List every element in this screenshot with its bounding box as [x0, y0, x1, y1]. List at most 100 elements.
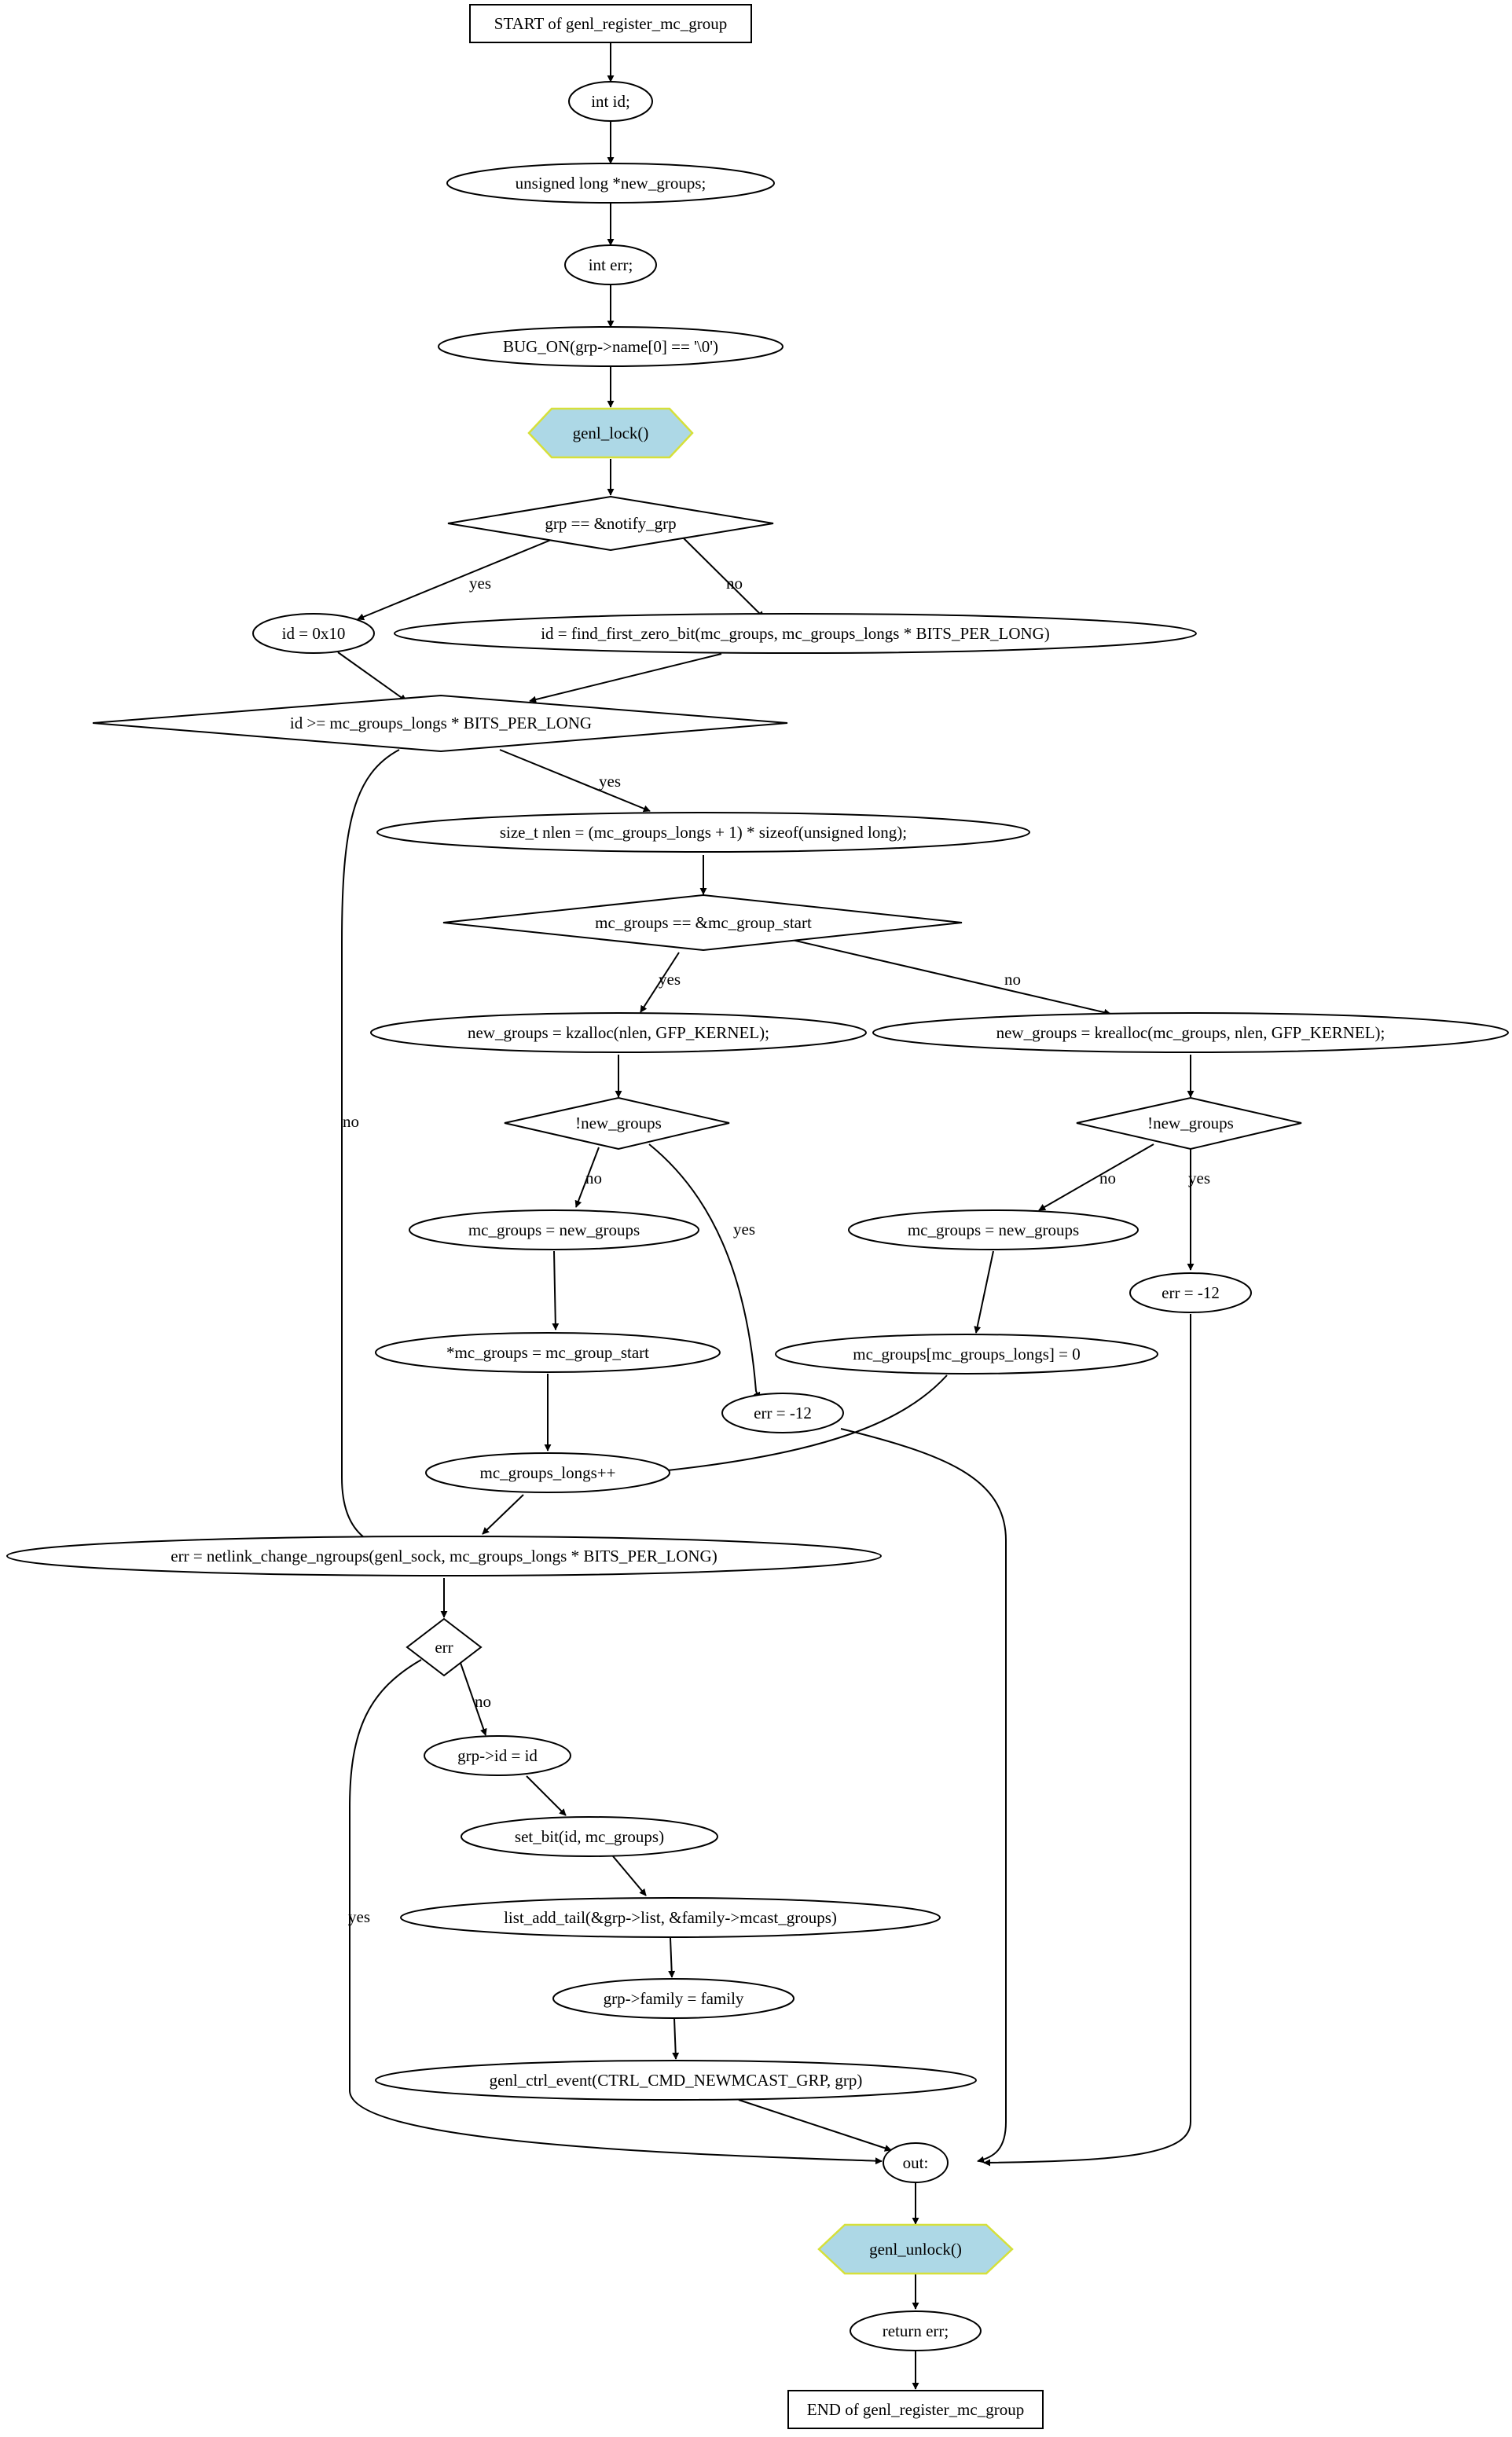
- node-cond-notify[interactable]: grp == &notify_grp: [447, 495, 774, 552]
- node-longs-inc-label: mc_groups_longs++: [479, 1463, 615, 1482]
- node-star-mc-label: *mc_groups = mc_group_start: [446, 1343, 649, 1362]
- edge-listadd-family: [668, 1937, 676, 1978]
- node-mc-zero[interactable]: mc_groups[mc_groups_longs] = 0: [775, 1334, 1158, 1374]
- node-nlen[interactable]: size_t nlen = (mc_groups_longs + 1) * si…: [376, 812, 1030, 853]
- node-int-err-label: int err;: [589, 255, 633, 274]
- edge-errmid-out: [840, 1428, 1007, 2164]
- node-ctrl-event-label: genl_ctrl_event(CTRL_CMD_NEWMCAST_GRP, g…: [490, 2071, 863, 2090]
- node-new-groups-decl-label: unsigned long *new_groups;: [516, 174, 706, 193]
- node-set-bit-label: set_bit(id, mc_groups): [515, 1827, 664, 1846]
- node-genl-lock-label: genl_lock(): [573, 424, 649, 442]
- node-krealloc[interactable]: new_groups = krealloc(mc_groups, nlen, G…: [872, 1012, 1509, 1053]
- node-cond-new-right[interactable]: !new_groups: [1076, 1096, 1302, 1151]
- node-err-mid-label: err = -12: [754, 1404, 812, 1422]
- node-err-right-label: err = -12: [1162, 1283, 1220, 1302]
- node-int-err[interactable]: int err;: [564, 244, 657, 285]
- node-bug-on[interactable]: BUG_ON(grp->name[0] == '\0'): [438, 326, 784, 367]
- edge-condid-no: [341, 749, 400, 1543]
- edge-label-left-yes: yes: [733, 1220, 755, 1239]
- node-bug-on-label: BUG_ON(grp->name[0] == '\0'): [503, 337, 718, 356]
- node-out-label: out:: [903, 2153, 929, 2172]
- node-mc-assign-right[interactable]: mc_groups = new_groups: [848, 1209, 1139, 1250]
- edge-label-id-no: no: [343, 1112, 359, 1131]
- node-cond-id-label: id >= mc_groups_longs * BITS_PER_LONG: [290, 714, 592, 732]
- edge-ctrl-out: [738, 2099, 892, 2152]
- node-cond-id[interactable]: id >= mc_groups_longs * BITS_PER_LONG: [92, 694, 788, 753]
- node-id-0x10[interactable]: id = 0x10: [252, 613, 375, 654]
- node-star-mc[interactable]: *mc_groups = mc_group_start: [375, 1332, 721, 1373]
- edge-conderr-no: [460, 1662, 487, 1736]
- node-start-label: START of genl_register_mc_group: [494, 14, 727, 33]
- node-start[interactable]: START of genl_register_mc_group: [469, 4, 752, 43]
- node-genl-unlock-label: genl_unlock(): [869, 2240, 962, 2259]
- node-cond-err[interactable]: err: [406, 1617, 483, 1677]
- node-netlink-label: err = netlink_change_ngroups(genl_sock, …: [171, 1547, 717, 1565]
- node-end[interactable]: END of genl_register_mc_group: [787, 2390, 1044, 2429]
- edge-mcright-mczero: [974, 1250, 994, 1334]
- edge-setbit-listadd: [612, 1855, 647, 1896]
- node-krealloc-label: new_groups = krealloc(mc_groups, nlen, G…: [996, 1023, 1385, 1042]
- edge-conderr-yes: [349, 1659, 883, 2165]
- node-grp-family-label: grp->family = family: [604, 1989, 744, 2008]
- node-return-err[interactable]: return err;: [850, 2310, 982, 2351]
- edge-label-err-yes: yes: [348, 1907, 370, 1926]
- node-mc-assign-right-label: mc_groups = new_groups: [908, 1220, 1079, 1239]
- edge-label-notify-yes: yes: [469, 574, 491, 593]
- node-cond-new-right-label: !new_groups: [1147, 1114, 1234, 1132]
- node-new-groups-decl[interactable]: unsigned long *new_groups;: [446, 163, 775, 204]
- node-cond-start[interactable]: mc_groups == &mc_group_start: [442, 894, 963, 952]
- node-id-0x10-label: id = 0x10: [282, 624, 346, 643]
- edge-label-left-no: no: [585, 1169, 602, 1187]
- node-int-id[interactable]: int id;: [568, 81, 653, 122]
- edge-label-notify-no: no: [726, 574, 743, 593]
- edge-label-right-no: no: [1099, 1169, 1116, 1187]
- edge-condid-yes: [499, 749, 651, 813]
- node-set-bit[interactable]: set_bit(id, mc_groups): [461, 1816, 718, 1857]
- node-genl-lock[interactable]: genl_lock(): [527, 407, 694, 459]
- edge-family-ctrl: [672, 2017, 680, 2060]
- edge-label-err-no: no: [475, 1692, 491, 1711]
- node-end-label: END of genl_register_mc_group: [807, 2400, 1024, 2419]
- node-grp-id[interactable]: grp->id = id: [424, 1735, 571, 1776]
- node-longs-inc[interactable]: mc_groups_longs++: [425, 1452, 670, 1493]
- node-mc-zero-label: mc_groups[mc_groups_longs] = 0: [853, 1345, 1080, 1363]
- node-list-add-label: list_add_tail(&grp->list, &family->mcast…: [504, 1908, 837, 1927]
- edge-grpid-setbit: [526, 1775, 567, 1816]
- edge-mcleft-starmc: [552, 1250, 560, 1330]
- edges: yes no yes no yes no no yes no yes no ye…: [337, 42, 1210, 2390]
- node-cond-start-label: mc_groups == &mc_group_start: [595, 913, 812, 932]
- node-id-find-label: id = find_first_zero_bit(mc_groups, mc_g…: [541, 624, 1050, 643]
- node-netlink[interactable]: err = netlink_change_ngroups(genl_sock, …: [6, 1536, 882, 1576]
- edge-condleft-yes: [648, 1143, 761, 1400]
- node-mc-assign-left-label: mc_groups = new_groups: [468, 1220, 640, 1239]
- node-mc-assign-left[interactable]: mc_groups = new_groups: [409, 1209, 699, 1250]
- edge-label-start-no: no: [1004, 970, 1021, 989]
- node-grp-id-label: grp->id = id: [457, 1746, 538, 1765]
- edge-id10-condid: [337, 651, 407, 702]
- node-list-add[interactable]: list_add_tail(&grp->list, &family->mcast…: [400, 1897, 941, 1938]
- nodes: START of genl_register_mc_group int id; …: [6, 4, 1509, 2429]
- node-out[interactable]: out:: [883, 2142, 949, 2183]
- node-cond-err-label: err: [435, 1638, 453, 1657]
- node-cond-new-left[interactable]: !new_groups: [504, 1096, 730, 1151]
- node-kzalloc[interactable]: new_groups = kzalloc(nlen, GFP_KERNEL);: [370, 1012, 867, 1053]
- node-nlen-label: size_t nlen = (mc_groups_longs + 1) * si…: [500, 823, 907, 842]
- edge-inc-netlink: [482, 1494, 524, 1535]
- node-genl-unlock[interactable]: genl_unlock(): [817, 2223, 1014, 2275]
- edge-label-start-yes: yes: [659, 970, 681, 989]
- node-ctrl-event[interactable]: genl_ctrl_event(CTRL_CMD_NEWMCAST_GRP, g…: [375, 2060, 977, 2101]
- edge-errright-out: [983, 1314, 1191, 2167]
- edge-label-id-yes: yes: [599, 772, 621, 791]
- node-err-mid[interactable]: err = -12: [721, 1393, 844, 1433]
- node-cond-new-left-label: !new_groups: [575, 1114, 662, 1132]
- node-cond-notify-label: grp == &notify_grp: [545, 514, 676, 533]
- node-grp-family[interactable]: grp->family = family: [552, 1978, 795, 2019]
- edge-label-right-yes: yes: [1188, 1169, 1210, 1187]
- edge-mczero-inc: [659, 1374, 948, 1474]
- node-err-right[interactable]: err = -12: [1129, 1272, 1252, 1313]
- node-id-find[interactable]: id = find_first_zero_bit(mc_groups, mc_g…: [394, 613, 1197, 654]
- edge-notify-no: [683, 538, 765, 618]
- node-int-id-label: int id;: [591, 92, 630, 111]
- node-return-err-label: return err;: [883, 2321, 949, 2340]
